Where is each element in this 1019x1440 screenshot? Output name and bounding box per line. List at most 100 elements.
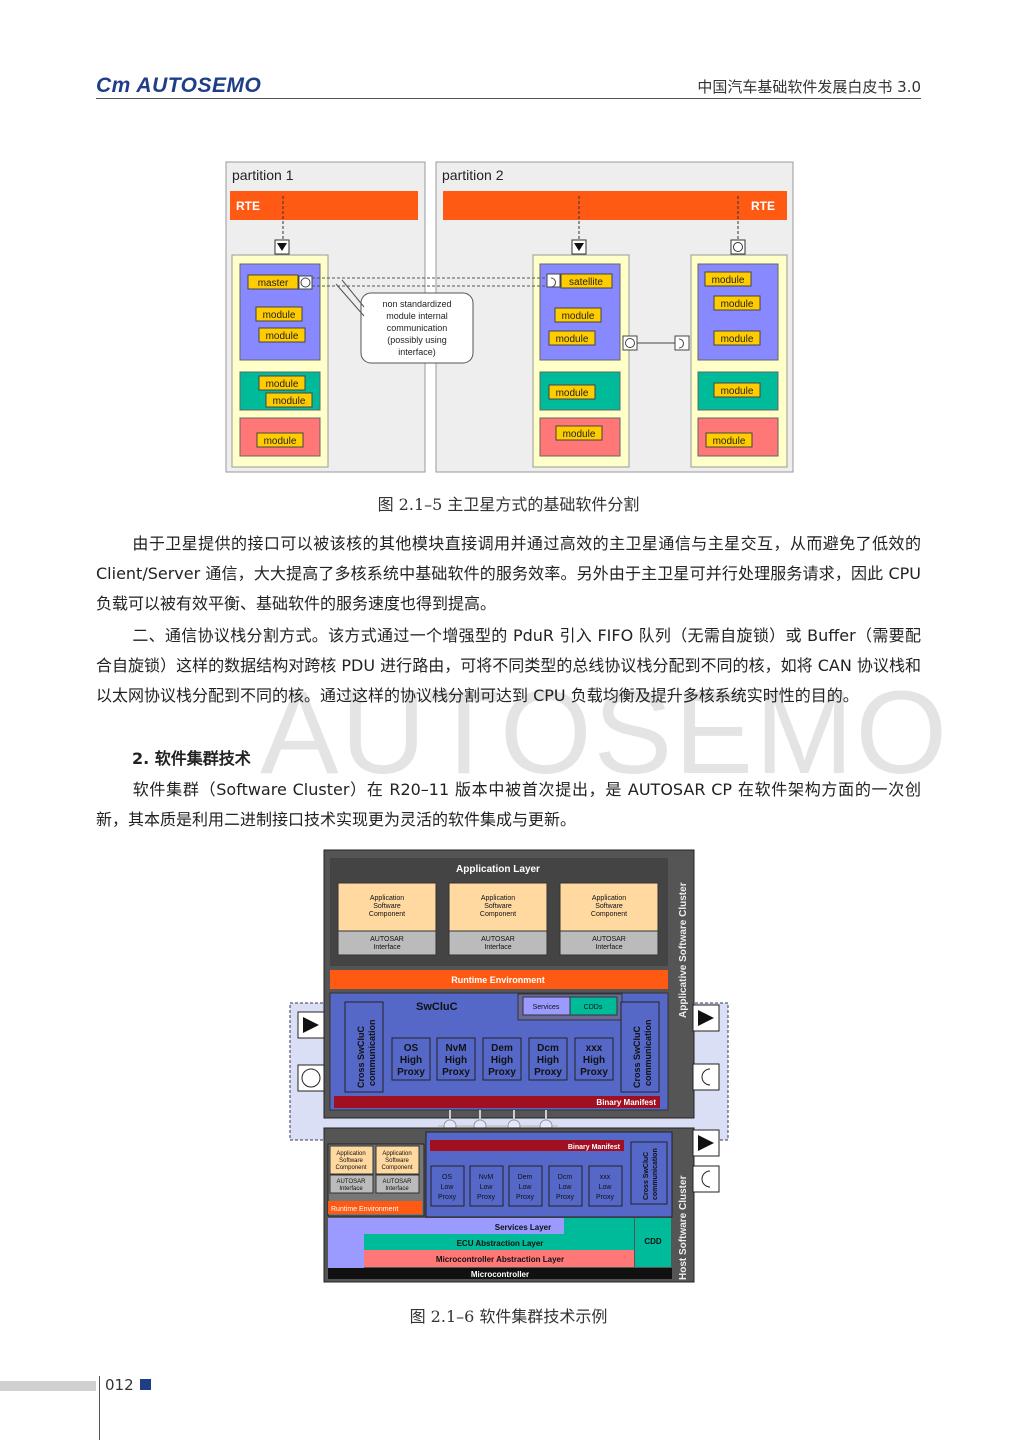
svg-text:Software: Software [339,1158,363,1164]
module-label: module [273,396,306,407]
paragraph-1: 由于卫星提供的接口可以被该核的其他模块直接调用并通过高效的主卫星通信与主星交互，… [96,529,921,619]
svg-text:Interface: Interface [595,944,622,951]
svg-text:Proxy: Proxy [534,1067,562,1078]
rte-bar-1 [230,191,418,220]
services-layer [328,1218,564,1234]
asc-3: Application Software Component AUTOSAR I… [559,882,659,956]
require-port-icon [301,1068,321,1088]
svg-text:Microcontroller: Microcontroller [471,1270,529,1279]
module-box [256,432,304,448]
svg-text:AUTOSAR: AUTOSAR [370,936,404,943]
figure-master-satellite: partition 1 partition 2 RTE RTE master s… [225,161,794,473]
module-label: module [556,388,589,399]
svg-text:Application: Application [382,1151,411,1157]
svg-text:AUTOSAR: AUTOSAR [592,936,626,943]
mcal-layer [364,1250,634,1267]
svg-text:Low: Low [519,1184,533,1191]
microcontroller-bar [328,1268,672,1279]
module-label: module [712,275,745,286]
svg-text:Proxy: Proxy [556,1194,574,1201]
cdds-box [569,996,618,1016]
svg-text:xxx: xxx [600,1174,611,1181]
svg-text:ECU Abstraction Layer: ECU Abstraction Layer [457,1239,544,1248]
module-box [548,384,596,400]
high-proxy-dem: Dem High Proxy [482,1037,522,1081]
svg-text:Dcm: Dcm [558,1174,573,1181]
satellite-port-icon [550,277,556,288]
require-port-icon [678,338,684,349]
module-label: module [562,311,595,322]
module-box [265,392,313,408]
cross-comm-right [620,1001,660,1093]
partition-2-label: partition 2 [442,167,504,183]
paragraph-3-text: 软件集群（Software Cluster）在 R20–11 版本中被首次提出，… [96,780,921,829]
module-box [555,425,603,441]
svg-text:Component: Component [591,911,627,918]
svg-text:communication: communication [367,1019,377,1086]
master-label: master [258,278,289,289]
figure2-caption: 图 2.1–6 软件集群技术示例 [409,1307,608,1326]
svg-text:Binary Manifest: Binary Manifest [596,1098,656,1107]
svg-text:Interface: Interface [385,1186,409,1192]
satellite-box [560,273,613,289]
figure1-caption: 图 2.1–5 主卫星方式的基础软件分割 [377,495,640,514]
svg-text:Component: Component [381,1165,412,1171]
high-proxy-dcm: Dcm High Proxy [528,1037,568,1081]
svg-text:Interface: Interface [484,944,511,951]
module-label: module [266,331,299,342]
svg-text:Dem: Dem [518,1174,533,1181]
figure-software-cluster: Application Layer Application Software C… [289,849,729,1283]
paragraph-2: 二、通信协议栈分割方式。该方式通过一个增强型的 PduR 引入 FIFO 队列（… [96,621,921,711]
note-line-2: module internal [386,311,448,321]
page-number: 012 [105,1376,134,1394]
provide-port-icon [303,1017,319,1033]
svg-text:Services Layer: Services Layer [495,1223,552,1232]
svg-text:Low: Low [599,1184,613,1191]
svg-text:Component: Component [369,911,405,918]
cross-comm-left [344,1001,384,1093]
svg-text:Runtime Environment: Runtime Environment [331,1206,398,1213]
master-box [247,274,299,290]
svg-text:Binary Manifest: Binary Manifest [568,1144,621,1151]
low-proxy-nvm: NvM Low Proxy [469,1165,504,1207]
provide-port-icon [574,243,584,251]
svg-text:OS: OS [404,1043,419,1054]
module-label: module [713,436,746,447]
note-line-1: non standardized [382,299,451,309]
mcal-layer-2 [539,417,621,457]
low-proxy-dcm: Dcm Low Proxy [548,1165,583,1207]
svg-text:Dem: Dem [491,1043,513,1054]
runtime-environment-bar [330,970,668,989]
svg-text:AUTOSAR: AUTOSAR [481,936,515,943]
svg-text:Proxy: Proxy [516,1194,534,1201]
svg-text:Software: Software [595,903,623,910]
logo-text: AUTOSEMO [136,74,262,97]
svg-text:Component: Component [335,1165,366,1171]
high-proxy-xxx: xxx High Proxy [574,1037,614,1081]
footer-divider [99,1376,100,1440]
require-port-icon [701,1068,711,1086]
module-label: module [263,310,296,321]
module-box [713,330,761,346]
module-box [548,330,596,346]
module-box [255,306,303,322]
paragraph-2-text: 二、通信协议栈分割方式。该方式通过一个增强型的 PduR 引入 FIFO 队列（… [96,626,921,705]
svg-text:Software: Software [484,903,512,910]
partition-1-label: partition 1 [232,167,294,183]
paragraph-1-text: 由于卫星提供的接口可以被该核的其他模块直接调用并通过高效的主卫星通信与主星交互，… [96,534,921,613]
module-label: module [563,429,596,440]
logo-mark-icon: Cm [96,74,137,97]
satellite-label: satellite [569,277,603,288]
application-layer-label: Application Layer [456,864,540,875]
svg-text:Interface: Interface [339,1186,363,1192]
svg-text:Software: Software [385,1158,409,1164]
svg-text:Cross SwCluC: Cross SwCluC [643,1152,650,1200]
svg-text:OS: OS [442,1174,452,1181]
note-bubble [360,292,474,364]
rte-label-2: RTE [751,199,775,213]
host-cluster-label: Host Software Cluster [678,1175,689,1280]
svg-text:xxx: xxx [586,1043,603,1054]
svg-text:Interface: Interface [373,944,400,951]
svg-text:High: High [491,1055,513,1066]
low-proxy-dem: Dem Low Proxy [508,1165,543,1207]
